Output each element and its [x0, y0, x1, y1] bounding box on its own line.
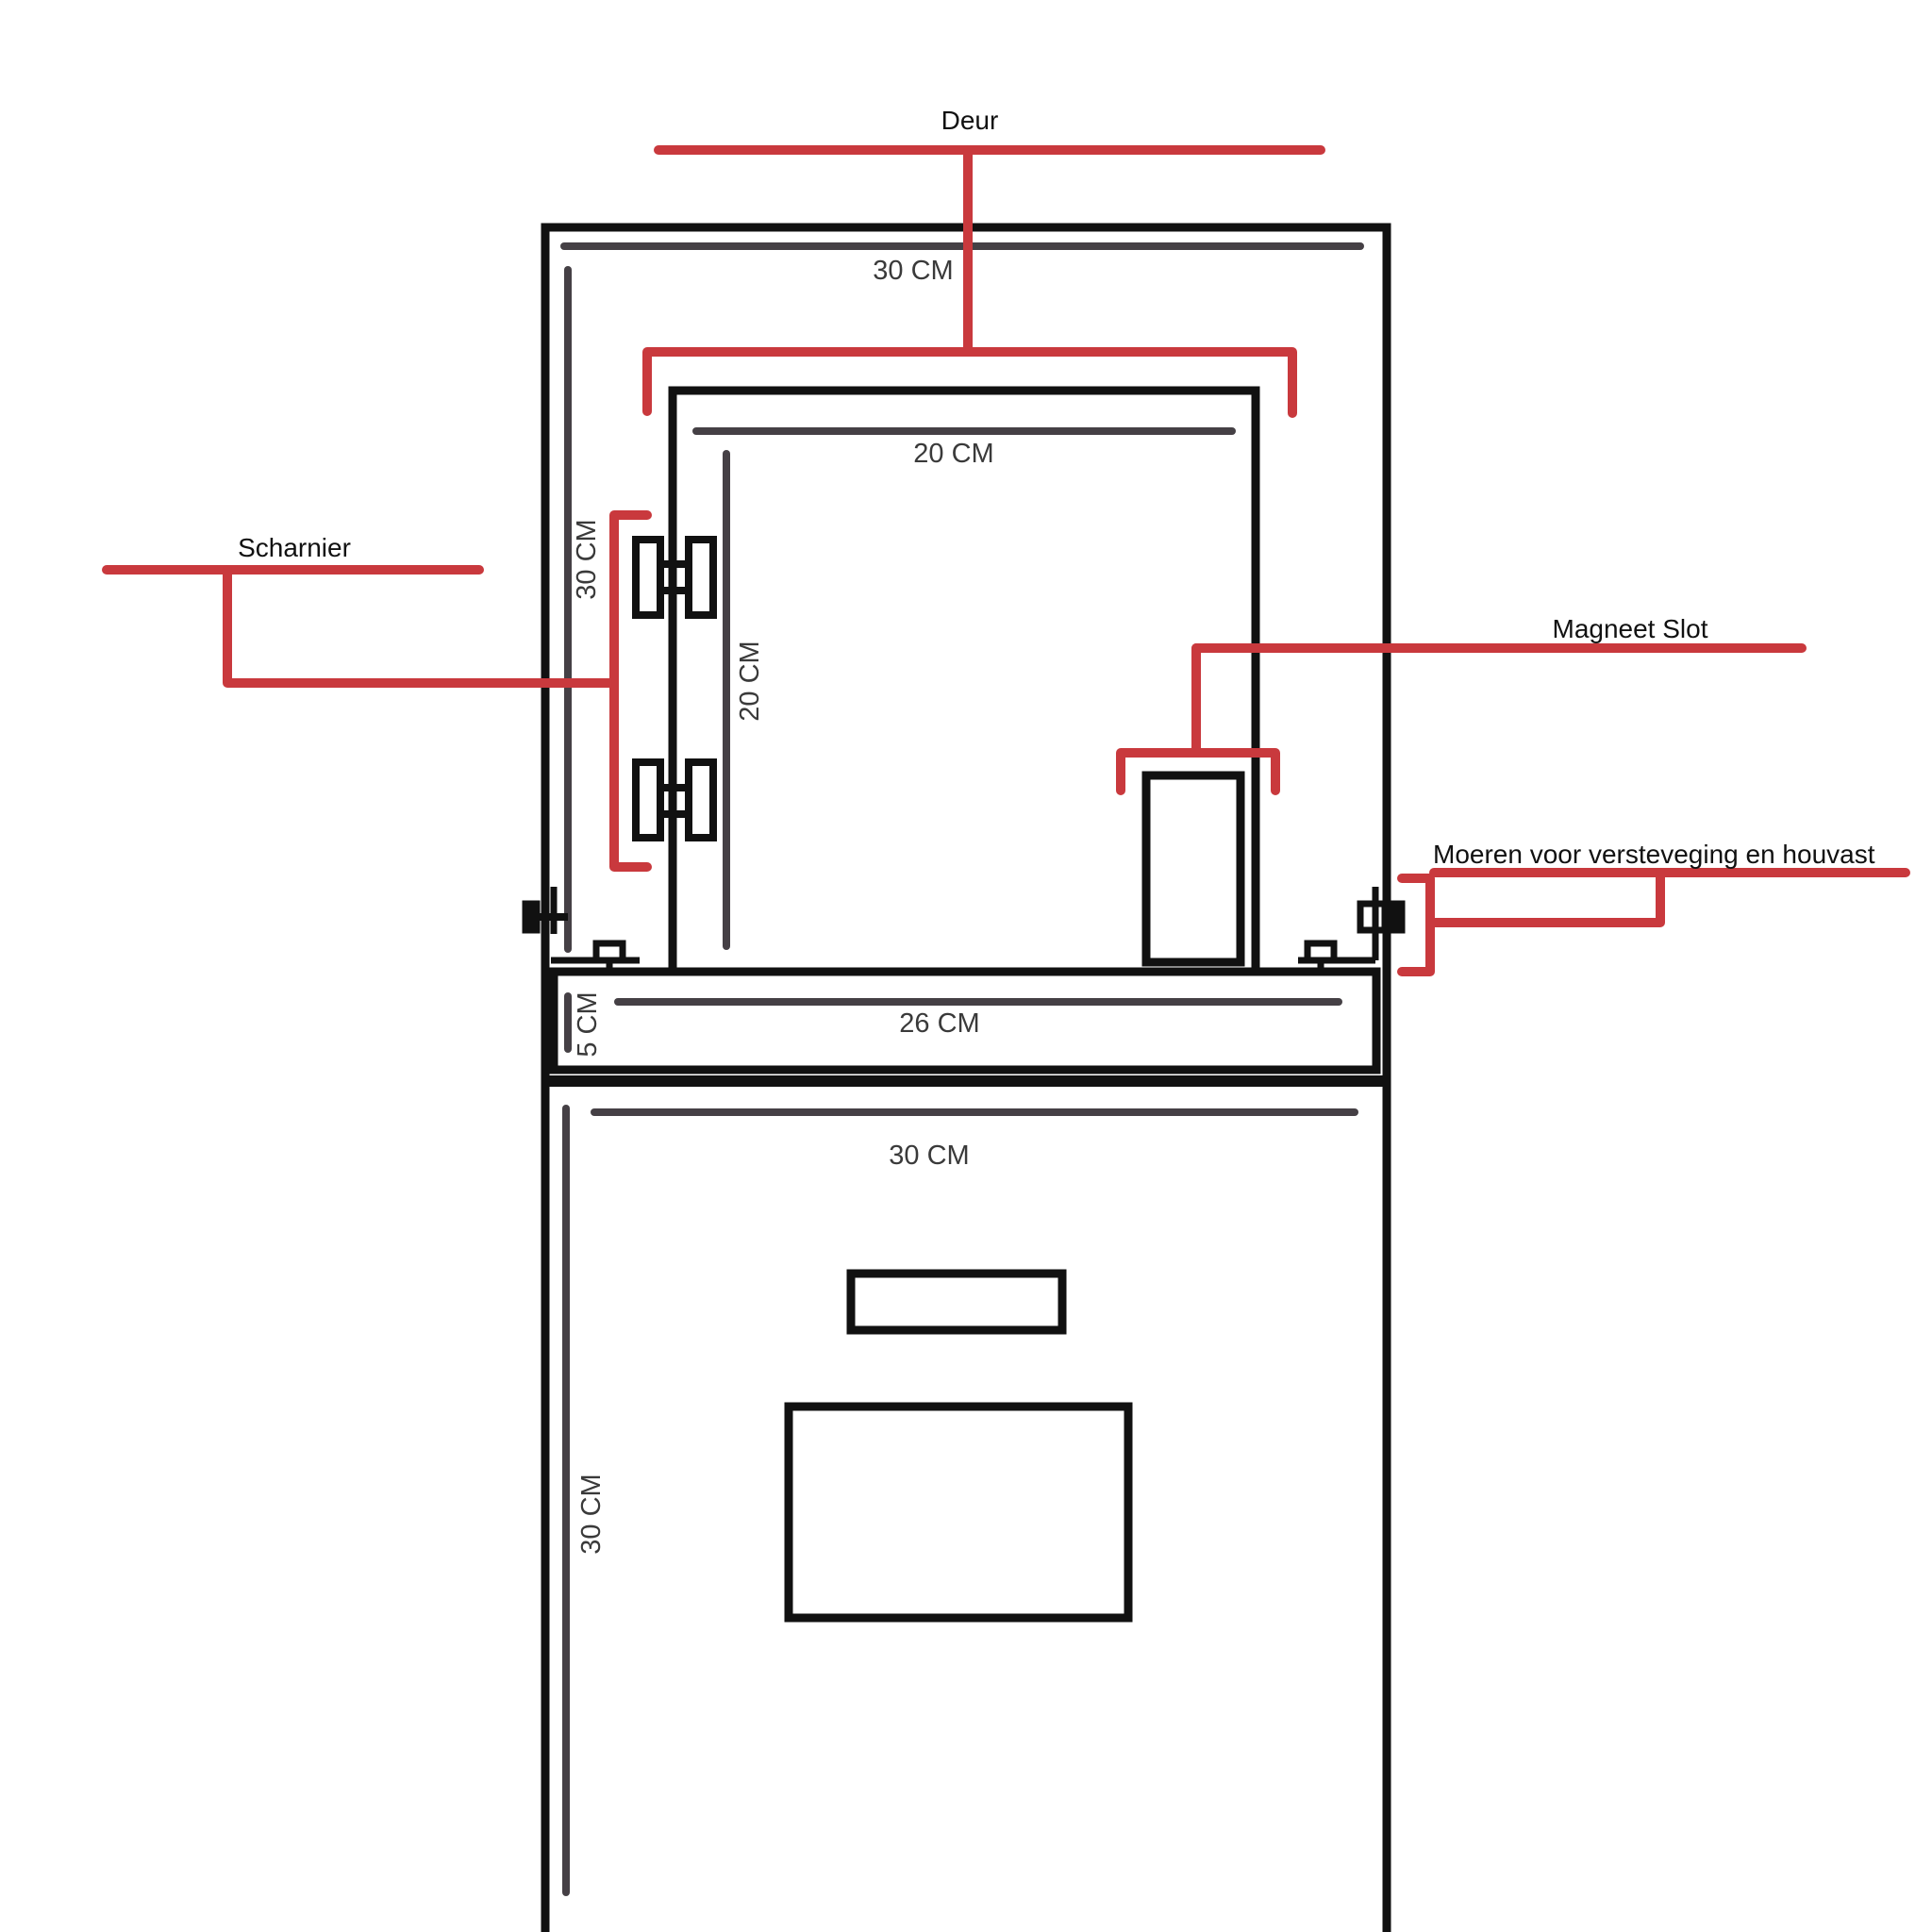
label-magnet-lock: Magneet Slot	[1553, 614, 1708, 643]
base-strip	[549, 967, 1381, 1074]
callout-hinge	[102, 510, 652, 872]
magnet-lock	[1141, 771, 1245, 967]
hinge-top-icon	[632, 536, 717, 619]
callout-nuts	[1397, 868, 1910, 976]
nut-right-icon	[1298, 887, 1406, 972]
dim-top-height: 30 CM	[572, 519, 602, 599]
dim-bottom-width: 30 CM	[889, 1141, 969, 1171]
dim-door-width: 20 CM	[913, 439, 993, 469]
bottom-slot	[846, 1269, 1067, 1335]
bottom-panel	[784, 1402, 1133, 1623]
label-door: Deur	[941, 106, 999, 135]
hinge-bottom-icon	[632, 758, 717, 841]
label-hinge: Scharnier	[238, 533, 351, 562]
label-nuts: Moeren voor versteveging en houvast	[1433, 840, 1875, 869]
nut-left-icon	[522, 887, 640, 972]
dim-top-width: 30 CM	[873, 256, 953, 286]
callout-magnet-lock	[1116, 643, 1807, 795]
dim-bottom-height: 30 CM	[576, 1474, 607, 1554]
dim-base-width: 26 CM	[899, 1008, 979, 1039]
dim-base-height: 5 CM	[573, 991, 603, 1057]
callout-door	[642, 145, 1325, 418]
dim-door-height: 20 CM	[735, 641, 765, 721]
